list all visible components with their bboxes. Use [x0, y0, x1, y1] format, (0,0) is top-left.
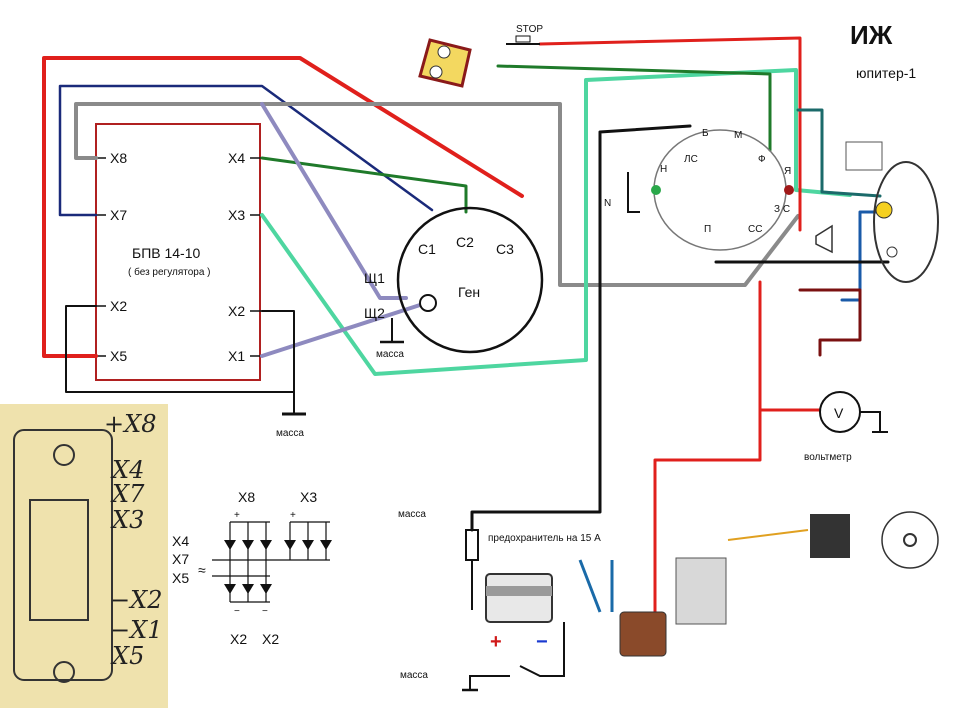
reg-pin-x2-right: X2 — [228, 303, 245, 319]
regulator-photo: +X8 X4 X7 X3 −X2 −X1 X5 — [0, 404, 168, 708]
reg-pin-x5: X5 — [110, 348, 127, 364]
regulator-ground: масса — [276, 412, 306, 439]
gen-brush-shch1: Щ1 — [364, 270, 385, 286]
svg-text:X3: X3 — [300, 489, 317, 505]
svg-text:масса: масса — [276, 428, 304, 439]
fuse: предохранитель на 15 А — [465, 529, 601, 610]
svg-text:З С: З С — [774, 204, 790, 215]
svg-text:≈: ≈ — [198, 562, 206, 578]
reg-pin-x2-left: X2 — [110, 298, 127, 314]
svg-text:М: М — [734, 130, 742, 141]
voltmeter: V вольтметр — [804, 391, 888, 463]
wire-black-main — [470, 124, 692, 532]
regulator-block: БПВ 14-10 ( без регулятора ) X8 X7 X2 X5… — [95, 123, 262, 381]
svg-text:N: N — [604, 198, 611, 209]
wire-gray-x8 — [74, 102, 800, 287]
svg-text:+: + — [290, 510, 296, 521]
ground-label-bottom: масса — [400, 670, 428, 681]
voltmeter-symbol: V — [834, 405, 844, 421]
wire-darkred-horn — [798, 288, 862, 357]
reg-pin-x8: X8 — [110, 150, 127, 166]
svg-text:ЛС: ЛС — [684, 154, 698, 165]
regulator-note: ( без регулятора ) — [128, 266, 211, 278]
rectifier-schematic: X8 X3 + + X4 X7 X5 ≈ − − X2 X2 — [172, 489, 332, 647]
brand-title: ИЖ — [850, 20, 893, 50]
gen-terminal-c2: С2 — [456, 234, 474, 250]
svg-text:X4: X4 — [172, 533, 189, 549]
battery-plus: + — [490, 631, 502, 653]
svg-text:X7: X7 — [172, 551, 189, 567]
horn — [815, 224, 833, 254]
svg-text:+: + — [234, 510, 240, 521]
photo-label-x5: X5 — [110, 642, 144, 670]
svg-text:Ф: Ф — [758, 154, 766, 165]
generator-label: Ген — [458, 284, 480, 300]
ignition-coil — [578, 514, 850, 657]
photo-label-x7: X7 — [110, 480, 145, 508]
ground-label-top: масса — [398, 509, 426, 520]
gen-terminal-c1: С1 — [418, 241, 436, 257]
svg-text:X2: X2 — [262, 631, 279, 647]
svg-text:X2: X2 — [230, 631, 247, 647]
gen-brush-shch2: Щ2 — [364, 305, 385, 321]
fuse-label: предохранитель на 15 А — [488, 533, 601, 544]
reg-pin-x3: X3 — [228, 207, 245, 223]
photo-label-x4: X4 — [110, 456, 144, 484]
svg-text:Н: Н — [660, 164, 667, 175]
photo-label-x8: +X8 — [104, 410, 156, 438]
reg-pin-x7: X7 — [110, 207, 127, 223]
ignition-switch: Б М ЛС Ф Я П СС З С — [653, 128, 794, 251]
wire-lavender-x1 — [260, 303, 422, 358]
svg-text:−: − — [234, 606, 240, 617]
wire-lightgreen-x3 — [260, 68, 852, 376]
photo-label-x2: −X2 — [110, 586, 162, 614]
wire-teal-head — [796, 108, 882, 198]
battery: + − — [462, 573, 565, 692]
tail-light — [418, 38, 472, 88]
stop-switch: STOP — [506, 24, 543, 45]
voltmeter-label: вольтметр — [804, 452, 852, 463]
wire-green-tail — [496, 64, 772, 152]
svg-text:Б: Б — [702, 128, 709, 139]
neutral-indicator: Н N — [604, 164, 667, 213]
wire-black-x2-ground — [65, 305, 295, 393]
svg-text:СС: СС — [748, 224, 762, 235]
gen-terminal-c3: С3 — [496, 241, 514, 257]
wire-red-stop — [538, 36, 802, 232]
headlight — [845, 141, 939, 283]
wire-lavender-shch1 — [260, 102, 408, 300]
photo-label-x3: X3 — [110, 506, 144, 534]
reg-pin-x4: X4 — [228, 150, 245, 166]
wire-navy-x7-c1 — [58, 84, 434, 217]
svg-text:X8: X8 — [238, 489, 255, 505]
svg-text:Я: Я — [784, 166, 791, 177]
svg-text:−: − — [262, 606, 268, 617]
generator: Ген С1 С2 С3 Щ1 Щ2 масса — [364, 206, 544, 360]
battery-minus: − — [536, 631, 548, 653]
reg-pin-x1: X1 — [228, 348, 245, 364]
wire-red-main — [653, 280, 822, 622]
photo-label-x1: −X1 — [110, 616, 162, 644]
wire-green-x4-c2 — [260, 156, 468, 214]
gen-ground: масса — [376, 349, 404, 360]
model-title: юпитер-1 — [856, 65, 916, 81]
rotor-icon — [881, 511, 939, 569]
svg-text:П: П — [704, 224, 711, 235]
svg-text:STOP: STOP — [516, 24, 543, 35]
wire-blue-head — [840, 210, 878, 302]
regulator-name: БПВ 14-10 — [132, 245, 200, 261]
svg-text:X5: X5 — [172, 570, 189, 586]
